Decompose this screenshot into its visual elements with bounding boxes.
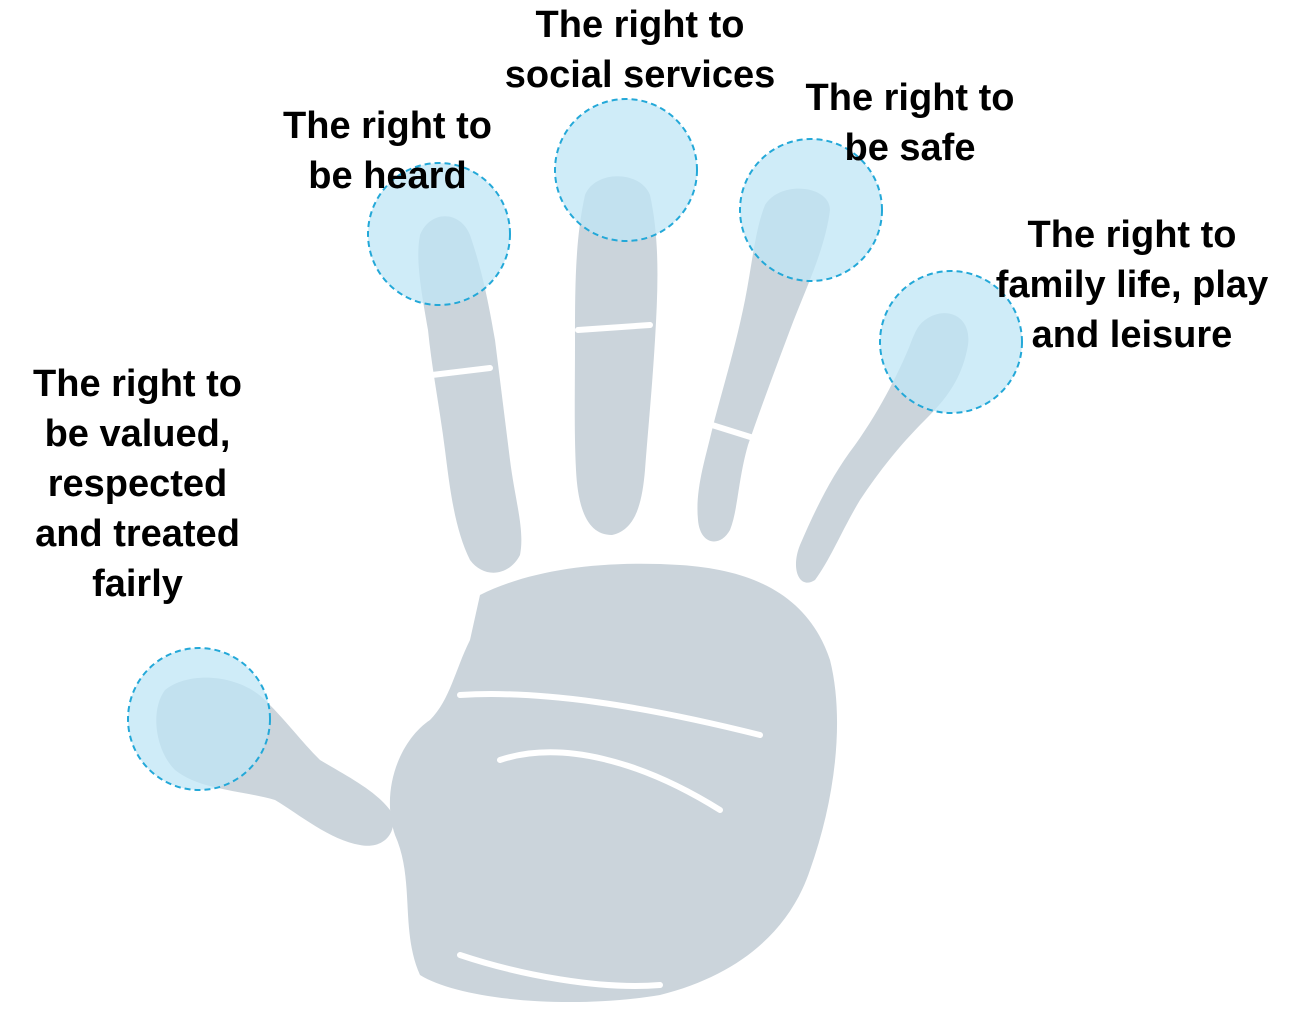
label-middle: The right to social services — [480, 0, 800, 100]
label-index-line-2: be heard — [260, 151, 515, 201]
fingertip-circle-middle — [555, 99, 697, 241]
label-index-line-1: The right to — [260, 101, 515, 151]
label-thumb-line-5: fairly — [0, 559, 275, 609]
label-little-line-2: family life, play — [975, 260, 1289, 310]
label-middle-line-1: The right to — [480, 0, 800, 50]
label-thumb-line-2: be valued, — [0, 409, 275, 459]
label-little-line-1: The right to — [975, 210, 1289, 260]
label-ring-line-1: The right to — [780, 73, 1040, 123]
label-index: The right to be heard — [260, 101, 515, 201]
label-little-line-3: and leisure — [975, 310, 1289, 360]
label-little: The right to family life, play and leisu… — [975, 210, 1289, 360]
label-ring: The right to be safe — [780, 73, 1040, 173]
label-thumb: The right to be valued, respected and tr… — [0, 359, 275, 609]
label-thumb-line-4: and treated — [0, 509, 275, 559]
handprint — [156, 176, 968, 1002]
label-thumb-line-1: The right to — [0, 359, 275, 409]
palm — [390, 564, 837, 1002]
label-ring-line-2: be safe — [780, 123, 1040, 173]
label-thumb-line-3: respected — [0, 459, 275, 509]
fingertip-circle-thumb — [128, 648, 270, 790]
label-middle-line-2: social services — [480, 50, 800, 100]
